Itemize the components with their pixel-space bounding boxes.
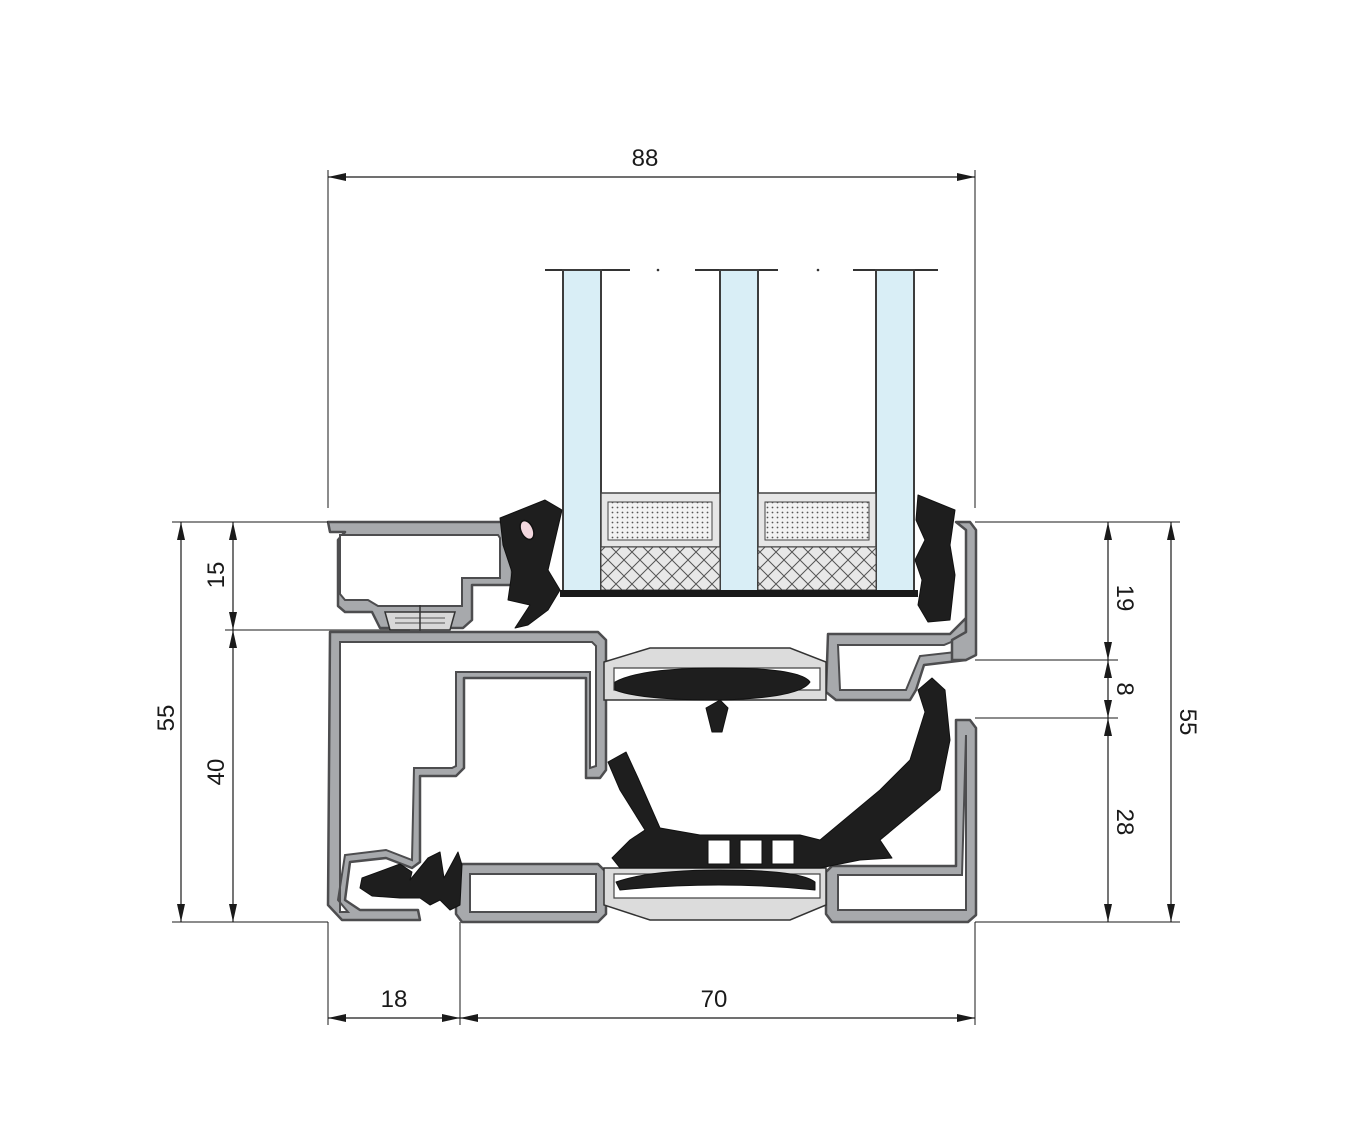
dim-label-left-55: 55 — [153, 705, 180, 732]
dimension-right-inner: 19 8 28 — [975, 522, 1138, 922]
frame-profile — [326, 520, 978, 924]
frame-outer-gasket — [359, 851, 463, 911]
glass-pane-1 — [562, 269, 602, 593]
dim-label-18: 18 — [381, 986, 408, 1013]
dim-label-19: 19 — [1111, 585, 1138, 612]
dimension-left-55: 55 — [153, 521, 328, 923]
glazing-gasket-right — [914, 494, 956, 623]
dim-label-70: 70 — [701, 986, 728, 1013]
glass-pane-3 — [875, 269, 915, 593]
dimension-left-inner: 15 40 — [203, 522, 410, 922]
setting-block — [560, 590, 918, 597]
spacer-left — [600, 492, 721, 591]
thermal-break-lower — [603, 867, 827, 921]
dimension-bottom: 18 70 — [327, 922, 976, 1025]
glazing-gasket-left — [499, 499, 563, 629]
dim-label-40: 40 — [203, 759, 230, 786]
dim-label-88: 88 — [632, 145, 659, 172]
dim-label-8: 8 — [1111, 682, 1138, 695]
thermal-break-upper — [603, 647, 827, 733]
glazing-unit — [545, 268, 938, 597]
center-seal-gasket — [607, 677, 951, 869]
dim-label-15: 15 — [203, 562, 230, 589]
spacer-right — [757, 492, 877, 591]
dim-label-28: 28 — [1111, 809, 1138, 836]
dim-label-right-55: 55 — [1174, 709, 1201, 736]
dimension-top-88: 88 — [327, 145, 976, 508]
dimension-right-55: 55 — [975, 521, 1201, 923]
glass-pane-2 — [719, 269, 759, 593]
